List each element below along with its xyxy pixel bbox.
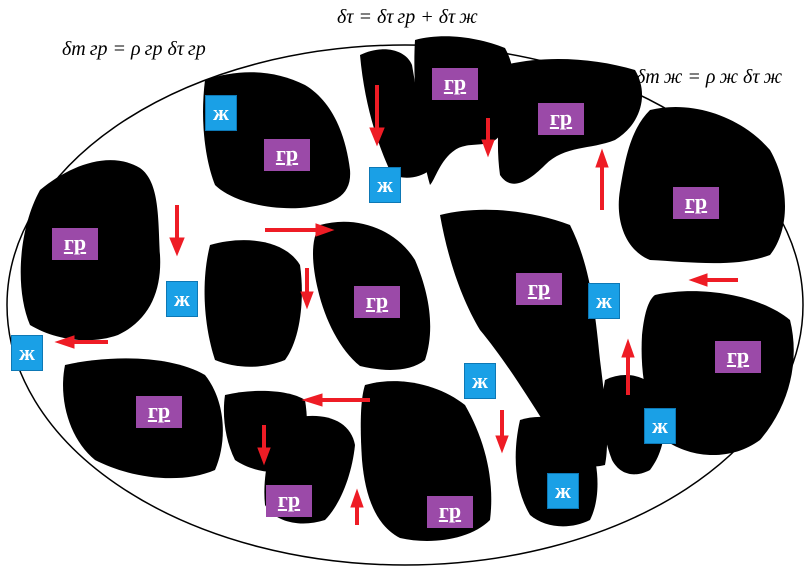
arrow-right-left: [688, 273, 738, 287]
grain-top-mid: [360, 49, 430, 178]
liquid-label: ж: [11, 335, 43, 371]
liquid-label: ж: [644, 408, 676, 444]
grain-lower-right: [602, 375, 665, 475]
solid-label: гр: [427, 496, 473, 528]
liquid-label: ж: [369, 167, 401, 203]
formula-liquid-mass: δm ж = ρ ж δτ ж: [636, 66, 783, 88]
arrow-lower-center-down: [495, 410, 509, 454]
arrow-bottom-up: [350, 488, 364, 525]
liquid-label: ж: [547, 473, 579, 509]
liquid-label: ж: [464, 363, 496, 399]
grain-center-right: [440, 209, 608, 467]
solid-label: гр: [266, 485, 312, 517]
solid-label: гр: [715, 341, 761, 373]
arrow-right-up: [595, 148, 609, 210]
formula-solid-mass: δm гр = ρ гр δτ гр: [62, 38, 206, 60]
solid-label: гр: [354, 286, 400, 318]
formula-total-volume: δτ = δτ гр + δτ ж: [337, 6, 478, 28]
arrow-left-down: [169, 205, 185, 257]
arrow-left-left: [54, 335, 108, 349]
solid-label: гр: [264, 139, 310, 171]
solid-label: гр: [136, 396, 182, 428]
solid-label: гр: [673, 187, 719, 219]
arrow-center-down: [300, 268, 314, 310]
arrow-lower-down: [257, 425, 271, 466]
flow-arrows: [54, 85, 738, 525]
liquid-label: ж: [205, 95, 237, 131]
arrow-lower-right-up: [621, 338, 635, 395]
arrow-bottom-left: [301, 393, 370, 407]
liquid-label: ж: [166, 281, 198, 317]
liquid-label: ж: [588, 283, 620, 319]
solid-label: гр: [538, 103, 584, 135]
grain-center-left: [204, 240, 302, 367]
arrow-mid-right: [265, 223, 335, 237]
arrow-top-center: [481, 118, 495, 158]
solid-label: гр: [52, 228, 98, 260]
solid-label: гр: [516, 273, 562, 305]
solid-label: гр: [432, 68, 478, 100]
grain-right-bottom: [641, 291, 794, 456]
arrow-top-mid: [369, 85, 385, 147]
grain-right-top: [618, 106, 785, 264]
